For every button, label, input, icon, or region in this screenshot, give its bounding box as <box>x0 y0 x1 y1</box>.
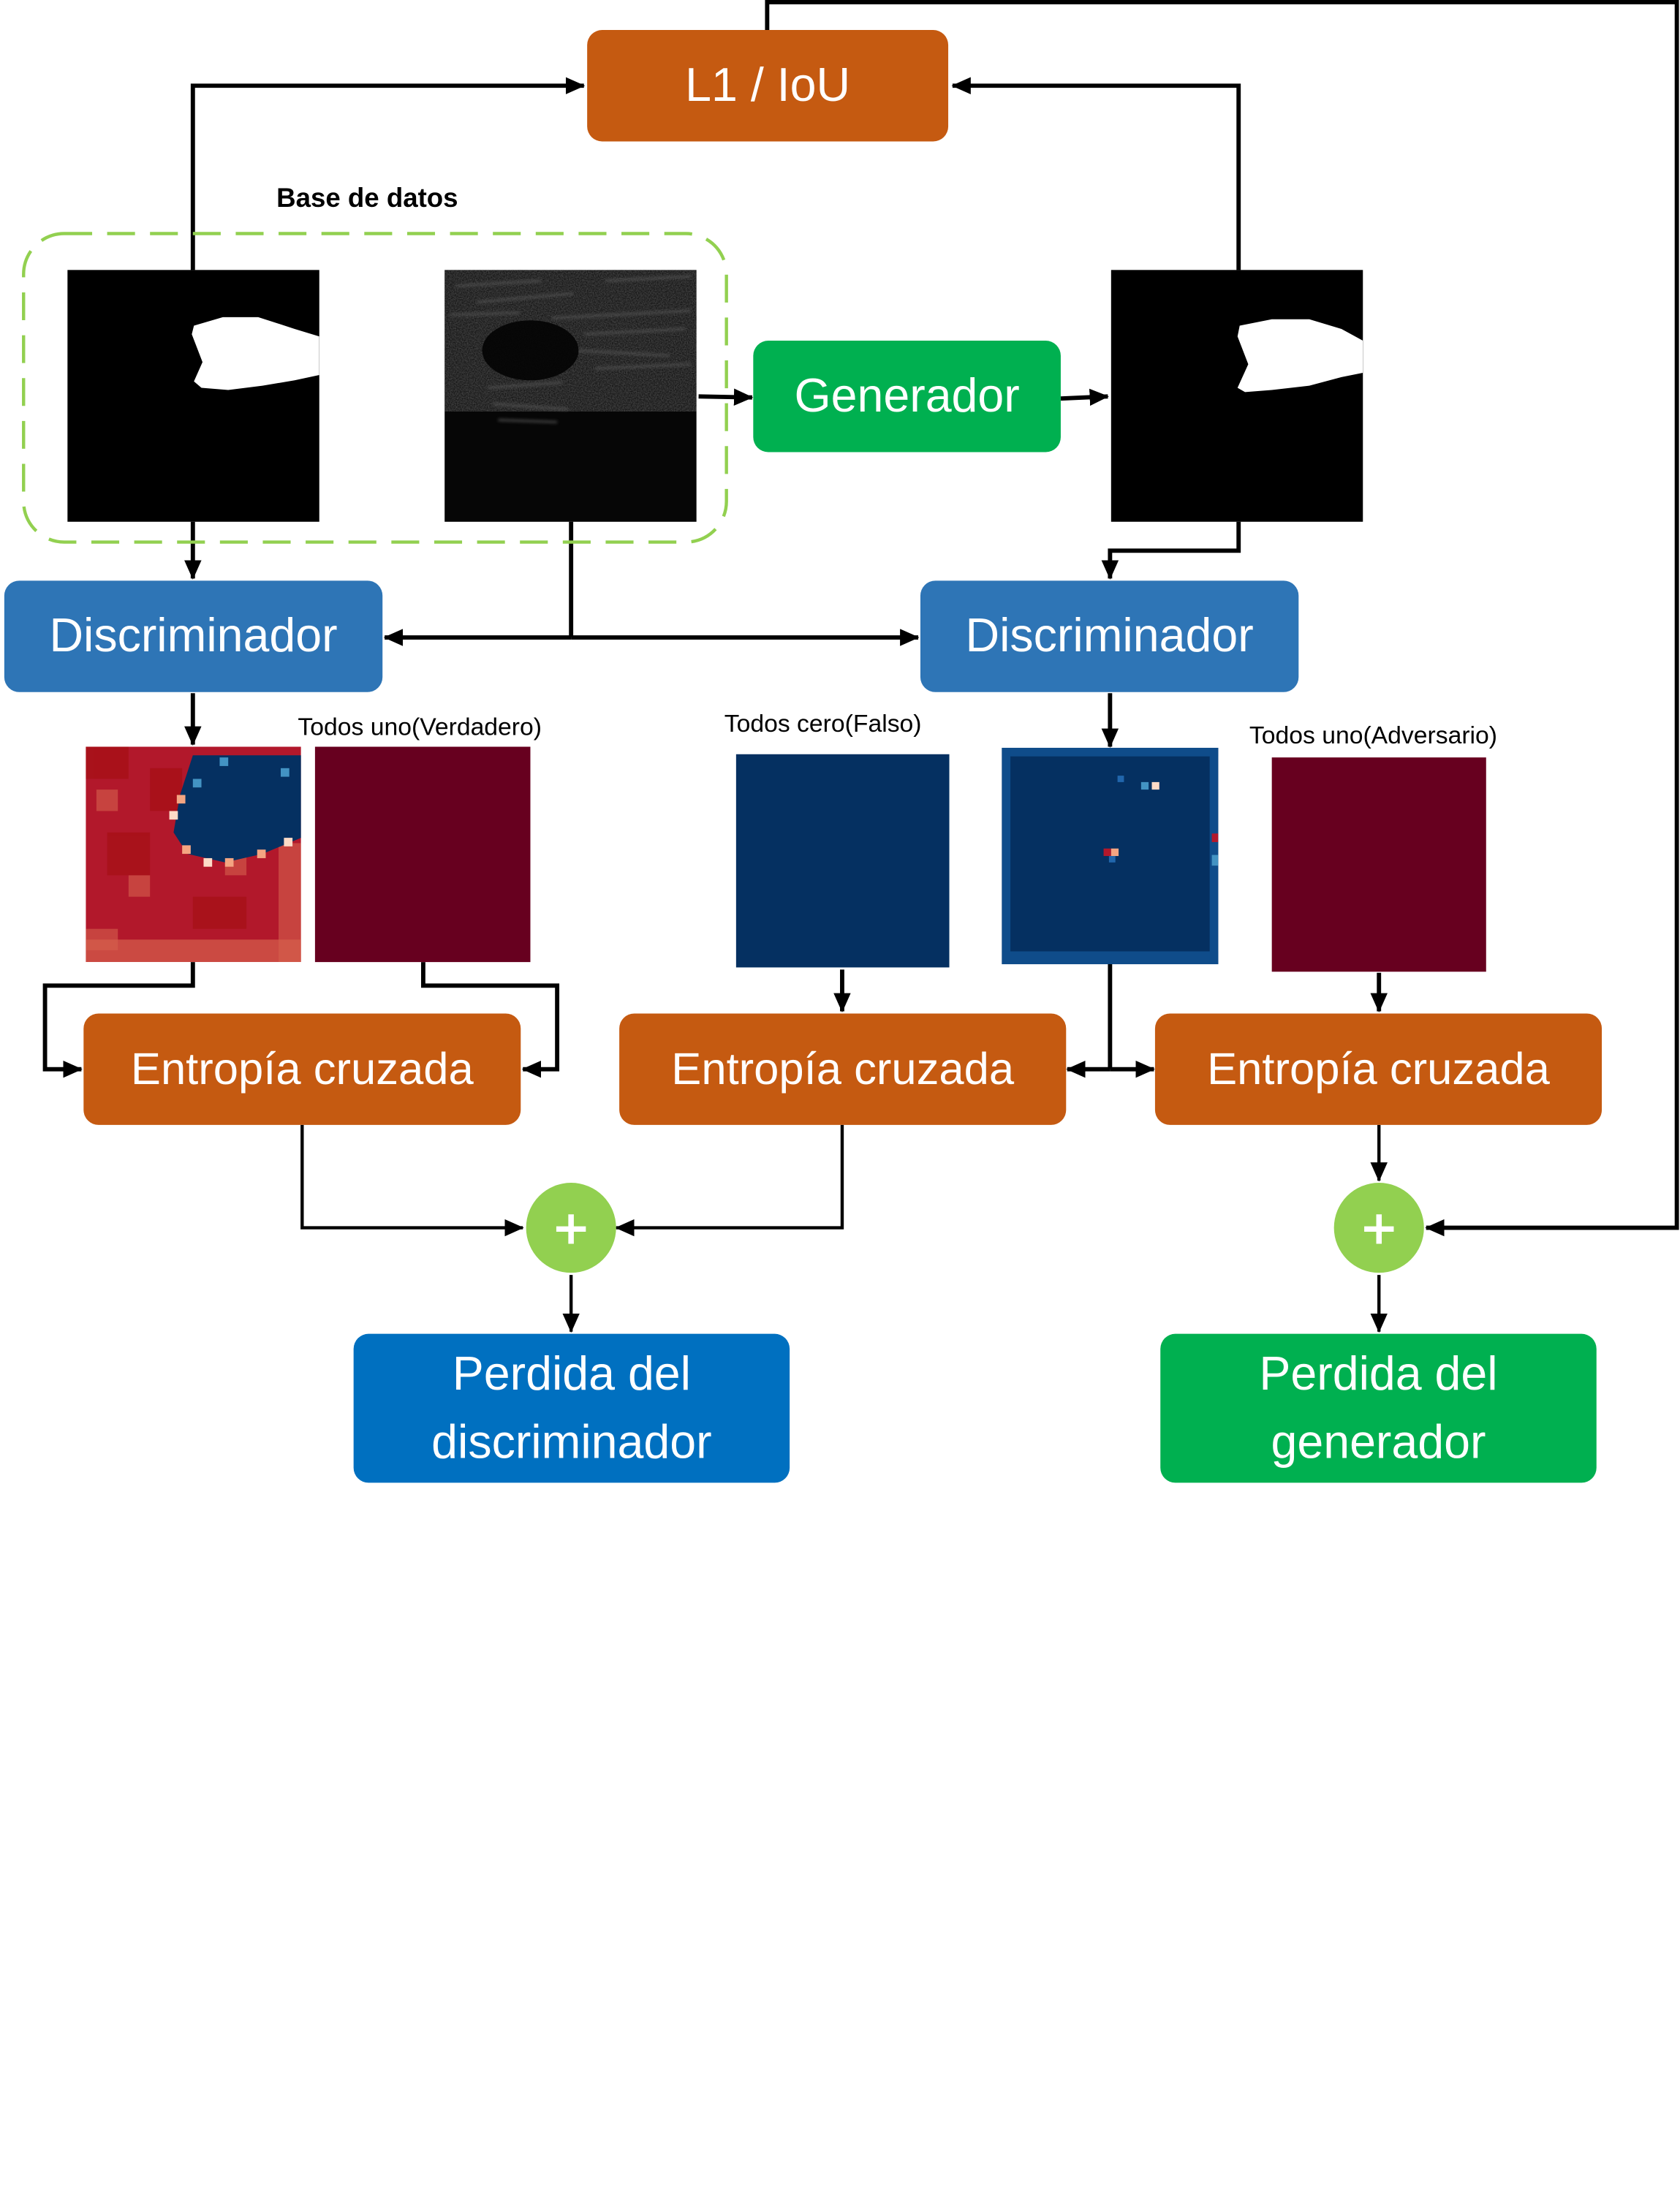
label-all-ones-real: Todos uno(Verdadero) <box>298 712 542 741</box>
label-all-ones-adversarial: Todos uno(Adversario) <box>1249 721 1498 749</box>
arrow-mask-to-l1 <box>190 77 586 270</box>
sum-node-generator: + <box>1333 1183 1424 1273</box>
ground-truth-mask-image <box>67 270 319 522</box>
discriminator-right-box: Discriminador <box>920 580 1299 692</box>
sum-node-discriminator: + <box>526 1183 616 1273</box>
discriminator-left-box: Discriminador <box>4 580 383 692</box>
arrow-generator-to-genmask <box>1060 388 1109 406</box>
generator-loss-box: Perdida del generador <box>1160 1333 1597 1483</box>
generator-loss-line2: generador <box>1271 1415 1486 1469</box>
discriminator-loss-box: Perdida del discriminador <box>353 1333 790 1483</box>
arrow-l1-to-gensum <box>765 0 1679 1237</box>
arrow-map-real-to-ce1 <box>42 962 195 1078</box>
all-zeros-fake-map <box>735 754 950 968</box>
discriminator-loss-line1: Perdida del <box>452 1347 692 1401</box>
generator-loss-line1: Perdida del <box>1259 1347 1498 1401</box>
dataset-group-border <box>22 232 728 544</box>
label-all-zeros-fake: Todos cero(Falso) <box>724 709 922 738</box>
cross-entropy-fake-box: Entropía cruzada <box>619 1013 1067 1125</box>
arrow-ce2-to-sum <box>615 1124 844 1237</box>
dataset-label: Base de datos <box>276 183 458 213</box>
all-ones-adversarial-map <box>1271 757 1486 972</box>
connectors <box>22 0 1679 1333</box>
discriminator-loss-line2: discriminador <box>431 1415 712 1469</box>
arrow-ones-to-ce1 <box>420 962 560 1078</box>
all-ones-real-map <box>314 746 531 963</box>
cross-entropy-real-box: Entropía cruzada <box>83 1013 521 1125</box>
cross-entropy-adversarial-box: Entropía cruzada <box>1154 1013 1603 1125</box>
l1-iou-box: L1 / IoU <box>587 30 949 142</box>
generated-mask-image <box>1110 270 1363 522</box>
arrow-us-to-generator <box>698 388 754 406</box>
ultrasound-image <box>444 270 697 522</box>
generator-box: Generador <box>753 341 1061 452</box>
arrow-genmask-to-disc-right <box>1101 521 1241 580</box>
discriminator-fake-output-map <box>1002 747 1219 965</box>
arrow-ce1-to-sum <box>300 1124 524 1237</box>
arrow-genmask-to-l1 <box>951 77 1241 270</box>
discriminator-real-output-map <box>86 746 301 963</box>
